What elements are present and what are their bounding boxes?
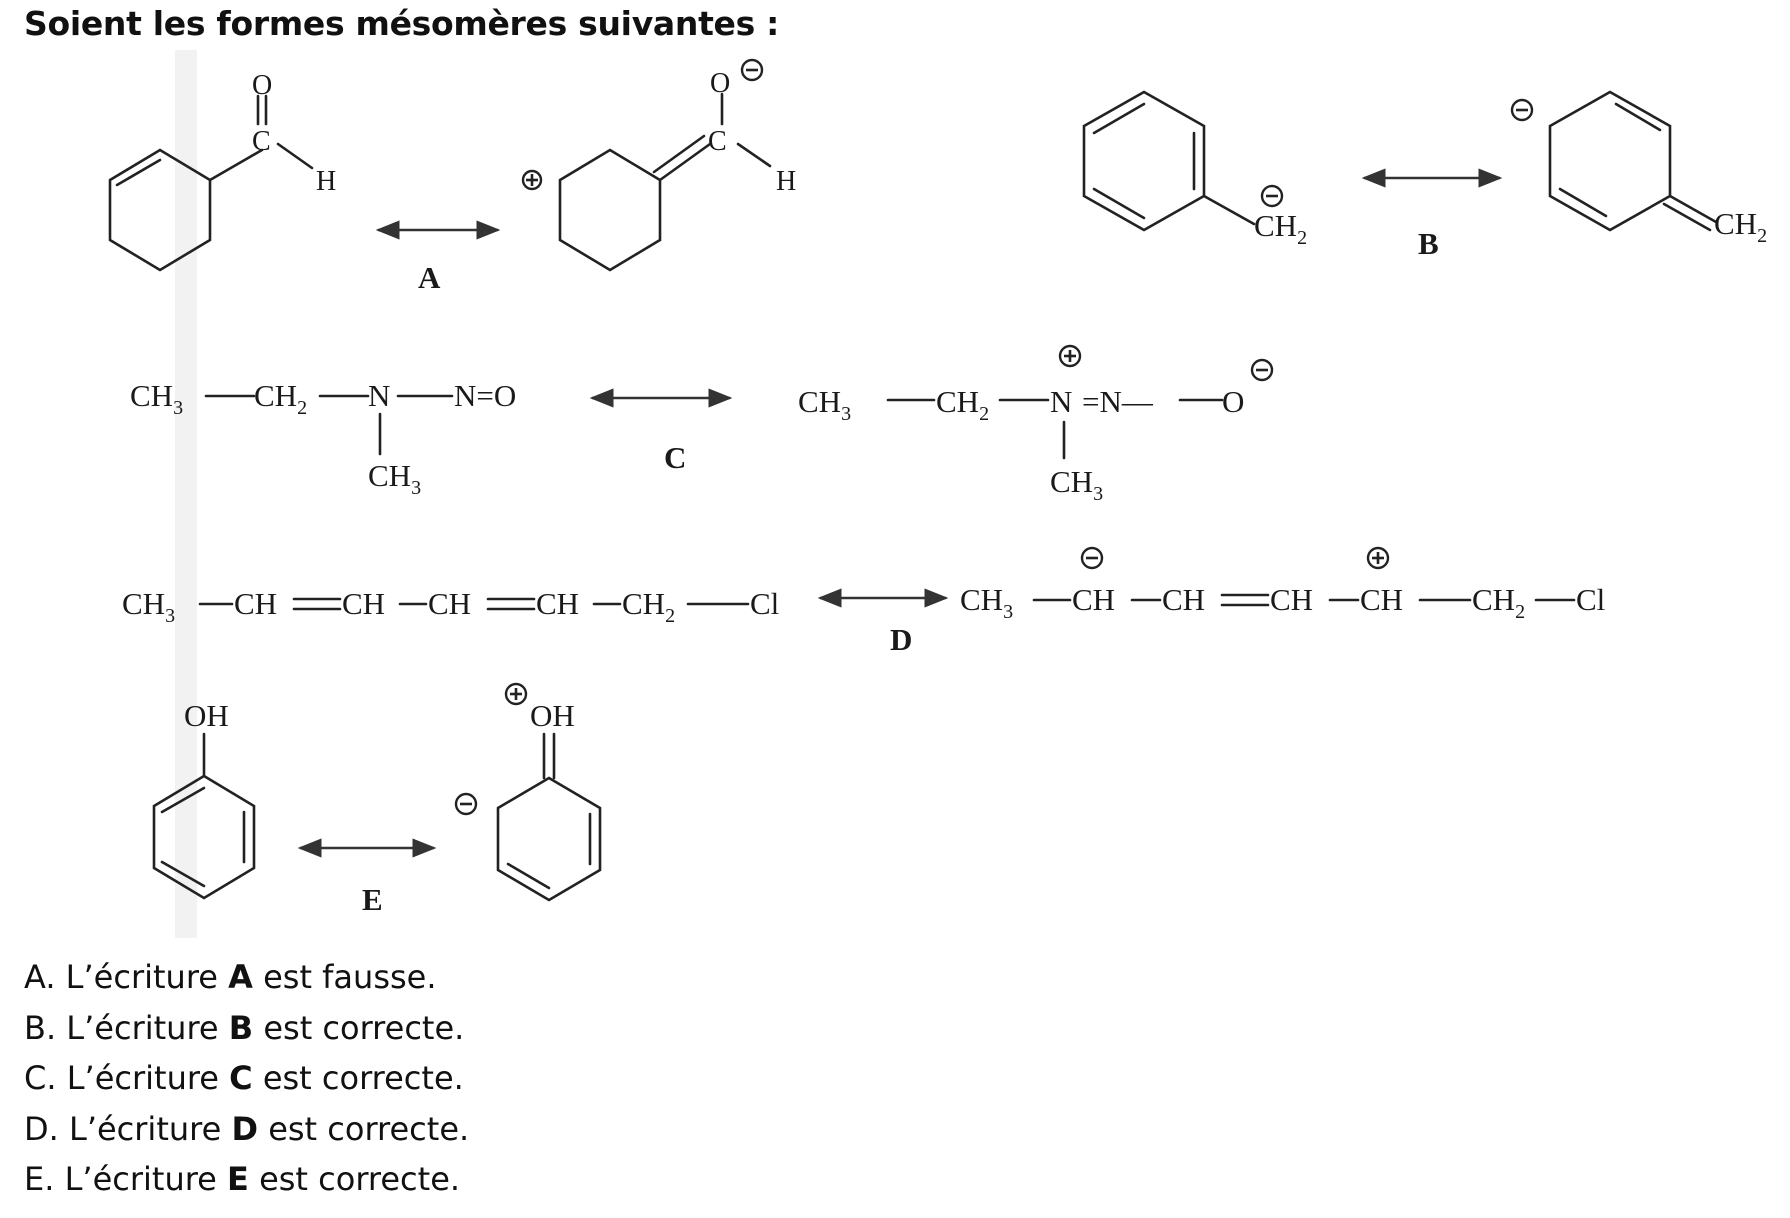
answer-choices: A. L’écriture A est fausse. B. L’écritur… bbox=[24, 952, 469, 1205]
benzene-ring bbox=[152, 774, 256, 900]
minus-charge-icon bbox=[1260, 184, 1284, 208]
group-ch3: CH3 bbox=[130, 378, 183, 419]
minus-charge-icon bbox=[1080, 546, 1104, 570]
atom-h: H bbox=[316, 166, 336, 197]
group-ch3: CH3 bbox=[960, 582, 1013, 623]
group-ch2: CH2 bbox=[936, 384, 989, 425]
minus-charge-icon bbox=[1510, 98, 1534, 122]
group-n-o: N=O bbox=[454, 378, 516, 413]
choice-d[interactable]: D. L’écriture D est correcte. bbox=[24, 1109, 470, 1148]
group-ch: CH bbox=[1072, 582, 1115, 617]
group-ch: CH bbox=[342, 586, 385, 621]
choice-c[interactable]: C. L’écriture C est correcte. bbox=[24, 1059, 464, 1097]
scan-artifact-line bbox=[175, 50, 197, 938]
minus-charge-icon bbox=[1250, 358, 1274, 382]
atom-n: N bbox=[1050, 384, 1072, 419]
group-oh: OH bbox=[184, 698, 229, 733]
resonance-structures-figure: O C H A C O H bbox=[108, 50, 1767, 938]
reaction-b: CH2 B CH2 bbox=[1082, 90, 1767, 261]
atom-o: O bbox=[710, 68, 730, 99]
benzene-ring bbox=[1082, 90, 1206, 232]
group-ch: CH bbox=[1162, 582, 1205, 617]
group-ch: CH bbox=[428, 586, 471, 621]
question-title: Soient les formes mésomères suivantes : bbox=[24, 4, 780, 43]
atom-cl: Cl bbox=[750, 586, 779, 621]
choice-b[interactable]: B. L’écriture B est correcte. bbox=[24, 1008, 465, 1047]
cyclohexene-ring bbox=[108, 148, 212, 272]
plus-charge-icon bbox=[504, 682, 528, 706]
atom-c: C bbox=[708, 126, 727, 157]
group-ch3: CH3 bbox=[122, 586, 175, 627]
label-a: A bbox=[418, 260, 441, 295]
group-ch2: CH2 bbox=[254, 378, 307, 419]
minus-charge-icon bbox=[740, 58, 764, 82]
group-ch: CH bbox=[1270, 582, 1313, 617]
group-n: =N— bbox=[1082, 384, 1154, 419]
label-c: C bbox=[664, 440, 686, 475]
reaction-a: O C H A C O H bbox=[108, 58, 796, 295]
reaction-d: CH3 CH CH CH CH CH2 Cl D CH3 CH CH CH bbox=[122, 546, 1605, 657]
atom-o: O bbox=[1222, 384, 1244, 419]
plus-charge-icon bbox=[521, 169, 543, 191]
reaction-c: CH3 CH2 N N=O CH3 C CH3 CH2 N =N— O CH3 bbox=[130, 344, 1274, 505]
atom-h: H bbox=[776, 166, 796, 197]
label-e: E bbox=[362, 882, 383, 917]
cyclohexadiene-ring bbox=[496, 776, 602, 902]
group-ch3: CH3 bbox=[1050, 464, 1103, 505]
cyclohexane-ring bbox=[558, 148, 662, 272]
group-ch2: CH2 bbox=[622, 586, 675, 627]
plus-charge-icon bbox=[1366, 546, 1390, 570]
group-ch2: CH2 bbox=[1714, 206, 1767, 247]
choice-a[interactable]: A. L’écriture A est fausse. bbox=[24, 958, 437, 996]
cyclohexadiene-ring bbox=[1548, 90, 1672, 232]
choice-e[interactable]: E. L’écriture E est correcte. bbox=[24, 1160, 461, 1198]
group-ch3: CH3 bbox=[368, 458, 421, 499]
minus-charge-icon bbox=[454, 792, 478, 816]
reaction-e: OH E OH bbox=[152, 682, 602, 917]
group-oh: OH bbox=[530, 698, 575, 733]
group-ch2: CH2 bbox=[1254, 208, 1307, 249]
group-ch: CH bbox=[536, 586, 579, 621]
group-ch2: CH2 bbox=[1472, 582, 1525, 623]
atom-o: O bbox=[252, 70, 272, 101]
atom-n: N bbox=[368, 378, 390, 413]
atom-cl: Cl bbox=[1576, 582, 1605, 617]
group-ch3: CH3 bbox=[798, 384, 851, 425]
label-b: B bbox=[1418, 226, 1439, 261]
group-ch: CH bbox=[1360, 582, 1403, 617]
label-d: D bbox=[890, 622, 912, 657]
group-ch: CH bbox=[234, 586, 277, 621]
atom-c: C bbox=[252, 126, 271, 157]
plus-charge-icon bbox=[1058, 344, 1082, 368]
